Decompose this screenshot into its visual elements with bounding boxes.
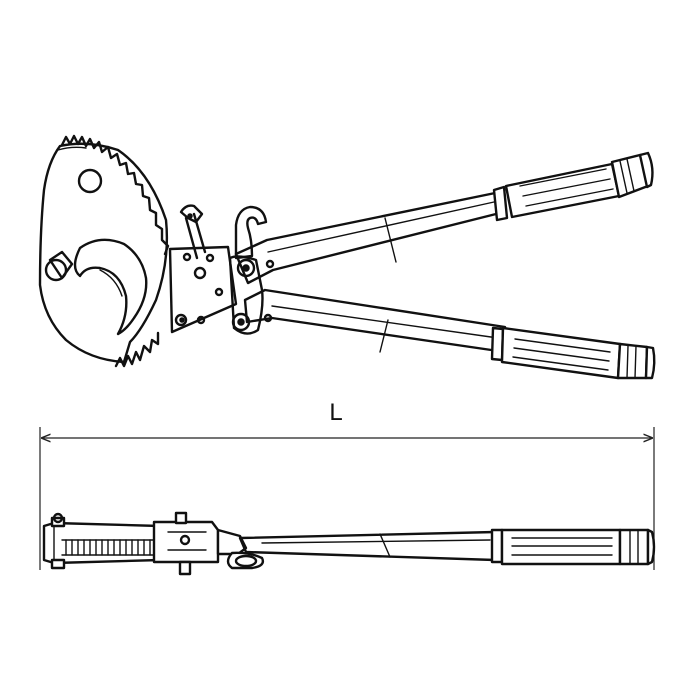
gear-teeth	[61, 539, 161, 556]
head-hole	[77, 168, 103, 194]
lower-handle	[243, 288, 507, 354]
lower-grip	[490, 326, 656, 380]
cutting-head	[38, 134, 170, 368]
length-label: L	[329, 399, 342, 426]
head-pivot	[44, 258, 68, 282]
upper-grip	[492, 151, 654, 222]
side-view	[42, 511, 656, 576]
hook-latch	[228, 205, 275, 335]
pawl	[179, 204, 207, 260]
top-view	[38, 134, 656, 380]
side-plate	[168, 245, 238, 334]
upper-handle	[234, 190, 502, 285]
